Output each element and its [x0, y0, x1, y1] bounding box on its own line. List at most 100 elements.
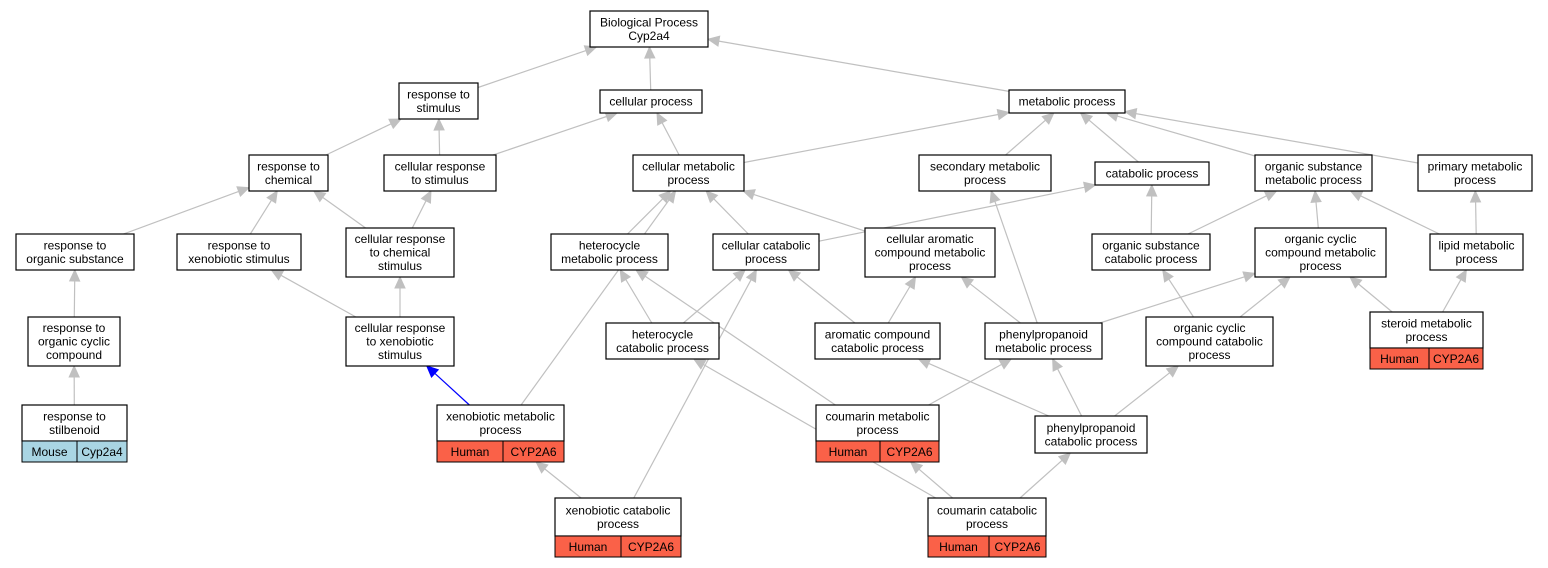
edge — [249, 189, 278, 235]
node-label: phenylpropanoid — [1047, 421, 1136, 435]
edge-line — [994, 201, 1038, 324]
gene-label: CYP2A6 — [994, 540, 1040, 554]
edge-arrowhead — [705, 190, 719, 204]
edge-arrowhead — [664, 190, 677, 204]
gene-label: CYP2A6 — [628, 540, 674, 554]
edge — [644, 45, 656, 91]
edge-line — [280, 274, 357, 318]
edge-arrowhead — [917, 358, 932, 369]
node-catabolic-process[interactable]: catabolic process — [1094, 161, 1210, 186]
node-label: xenobiotic catabolic — [566, 503, 671, 517]
edge-line — [644, 275, 836, 406]
node-box — [176, 233, 302, 271]
edge-line — [1475, 201, 1477, 235]
edge-line — [477, 50, 587, 89]
node-box — [605, 322, 720, 360]
node-metabolic-process[interactable]: metabolic process — [1008, 89, 1126, 114]
node-label: xenobiotic stimulus — [188, 252, 289, 266]
node-label: response to — [208, 238, 271, 252]
edge-arrowhead — [312, 190, 327, 203]
edge — [492, 111, 619, 156]
node-box — [554, 497, 682, 537]
edge — [619, 268, 653, 324]
node-cellular-process[interactable]: cellular process — [599, 89, 703, 114]
edge-line — [123, 190, 239, 235]
edge-line — [1168, 278, 1195, 318]
edge-arrowhead — [1123, 107, 1138, 120]
edge — [683, 269, 746, 324]
node-box — [1094, 161, 1210, 186]
node-label: catabolic process — [1105, 252, 1198, 266]
edge-arrowhead — [68, 364, 80, 378]
edge-line — [713, 198, 749, 235]
edge-arrowhead — [732, 269, 746, 282]
node-label: organic cyclic — [1173, 321, 1245, 335]
edge-arrowhead — [656, 111, 668, 126]
node-label: stimulus — [416, 101, 460, 115]
node-label: to xenobiotic — [366, 335, 433, 349]
edge — [477, 45, 598, 89]
edge-arrowhead — [904, 275, 917, 290]
gene-label: CYP2A6 — [1433, 352, 1479, 366]
node-box — [1008, 89, 1126, 114]
edge-arrowhead — [1162, 268, 1174, 283]
node-box — [632, 154, 745, 192]
edge-line — [887, 286, 911, 324]
node-box — [599, 89, 703, 114]
node-label: process — [964, 173, 1006, 187]
edge-arrowhead — [535, 461, 549, 474]
node-box — [1429, 233, 1524, 271]
node-label: Cyp2a4 — [628, 29, 670, 43]
edge-line — [661, 122, 680, 156]
edge — [818, 181, 1097, 242]
node-label: process — [856, 423, 898, 437]
edge — [68, 268, 81, 318]
edge-arrowhead — [1057, 452, 1072, 465]
edge — [433, 117, 445, 156]
edge-arrowhead — [388, 118, 403, 130]
gene-label: Cyp2a4 — [81, 445, 123, 459]
edge — [1469, 189, 1482, 235]
node-label: response to — [257, 159, 320, 173]
edge — [706, 35, 1010, 92]
edge-line — [249, 199, 272, 235]
node-label: to chemical — [370, 246, 431, 260]
node-box — [864, 227, 996, 278]
node-label: process — [597, 517, 639, 531]
edge-line — [743, 113, 999, 164]
gene-cell — [76, 440, 128, 463]
